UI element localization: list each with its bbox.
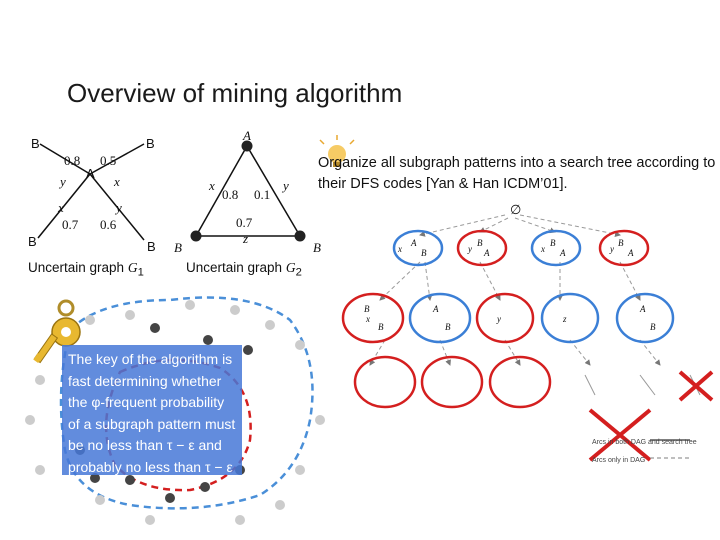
g2-edge-label-x: x <box>208 178 215 193</box>
g2-edge-label-y: y <box>281 178 289 193</box>
tree-letter-6: B <box>618 238 624 248</box>
g1-prob-4: 0.6 <box>100 217 117 232</box>
g1-prob-2: 0.5 <box>100 153 116 168</box>
g2-caption: Uncertain graph G2 <box>186 260 302 279</box>
tree-node-red-6 <box>420 355 484 409</box>
g1-vertex-b4: B <box>147 239 156 254</box>
g1-caption: Uncertain graph G1 <box>28 260 144 279</box>
g2-vertex-b1: B <box>174 240 182 255</box>
tree-node-blue-5 <box>615 292 675 344</box>
g2-edge-label-z: z <box>242 231 248 246</box>
tree-node-blue-4 <box>540 292 600 344</box>
tree-node-red-4 <box>475 292 535 344</box>
page-title: Overview of mining algorithm <box>67 78 403 108</box>
tree-letter-3: A <box>483 248 490 258</box>
tree-letter-13: B <box>650 322 656 332</box>
legend-both: Arcs in both DAG and search tree <box>592 439 697 446</box>
tree-node-red-1 <box>456 229 508 267</box>
tree-edge-letter-5: y <box>496 314 501 324</box>
tree-edge-letter-3: y <box>609 244 614 254</box>
g1-vertex-b1: B <box>31 136 40 151</box>
tree-node-blue-2 <box>530 229 582 267</box>
tree-letter-12: A <box>639 304 646 314</box>
tree-edge-letter-6: z <box>562 314 567 324</box>
g1-vertex-b2: B <box>146 136 155 151</box>
tree-letter-4: B <box>550 238 556 248</box>
legend-dag-only: Arcs only in DAG <box>592 457 645 464</box>
red-cross-icon <box>588 408 652 462</box>
tree-letter-0: A <box>410 238 417 248</box>
g1-vertex-a: A <box>86 166 95 181</box>
g1-vertex-b3: B <box>28 234 37 249</box>
g2-prob-1: 0.8 <box>222 187 238 202</box>
tree-node-red-2 <box>598 229 650 267</box>
g1-prob-1: 0.8 <box>64 153 80 168</box>
tree-node-red-7 <box>488 355 552 409</box>
tree-edge-letter-1: y <box>467 244 472 254</box>
g1-edge-label-y1: y <box>58 174 66 189</box>
tree-letter-7: A <box>627 248 634 258</box>
tree-letter-1: B <box>421 248 427 258</box>
tree-node-red-3 <box>341 292 405 344</box>
tree-edge-letter-0: x <box>397 244 402 254</box>
tree-node-blue-3 <box>408 292 472 344</box>
tree-letter-9: B <box>378 322 384 332</box>
gray-dots <box>25 300 325 525</box>
g1-edge-label-x1: x <box>113 174 120 189</box>
key-insight-box: The key of the algorithm is fast determi… <box>62 345 242 475</box>
tree-node-red-5 <box>353 355 417 409</box>
tree-edge-letter-4: x <box>365 314 370 324</box>
g1-edge-label-x2: x <box>57 200 64 215</box>
g2-prob-2: 0.1 <box>254 187 270 202</box>
tree-letter-10: A <box>432 304 439 314</box>
red-cross-icon <box>678 370 714 402</box>
tree-node-blue-1 <box>392 229 444 267</box>
tree-letter-2: B <box>477 238 483 248</box>
g2-vertex-b2: B <box>313 240 321 255</box>
tree-letter-5: A <box>559 248 566 258</box>
g1-edge-label-y2: y <box>114 200 122 215</box>
description-text: Organize all subgraph patterns into a se… <box>318 155 716 192</box>
tree-root: ∅ <box>510 202 521 217</box>
tree-letter-11: B <box>445 322 451 332</box>
g2-prob-3: 0.7 <box>236 215 253 230</box>
g1-prob-3: 0.7 <box>62 217 79 232</box>
tree-letter-8: B <box>364 304 370 314</box>
tree-edge-letter-2: x <box>540 244 545 254</box>
g2-vertex-a: A <box>242 128 251 143</box>
